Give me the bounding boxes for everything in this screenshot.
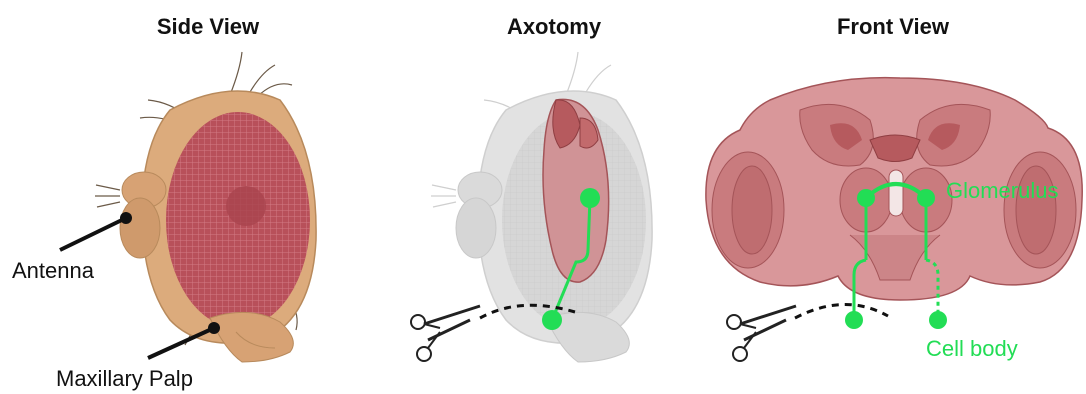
antenna-label: Antenna [12, 258, 94, 284]
cut-line-front [795, 304, 888, 318]
axotomy-fly-head [431, 52, 652, 362]
antenna-pointer [60, 218, 126, 250]
maxillary-palp-label: Maxillary Palp [56, 366, 193, 392]
palp-pointer [148, 328, 214, 358]
glomerulus-label: Glomerulus [946, 178, 1058, 204]
scissors-icon [411, 306, 480, 361]
side-view-fly-head [60, 52, 316, 362]
cell-body-label: Cell body [926, 336, 1018, 362]
scissors-icon [727, 306, 796, 361]
